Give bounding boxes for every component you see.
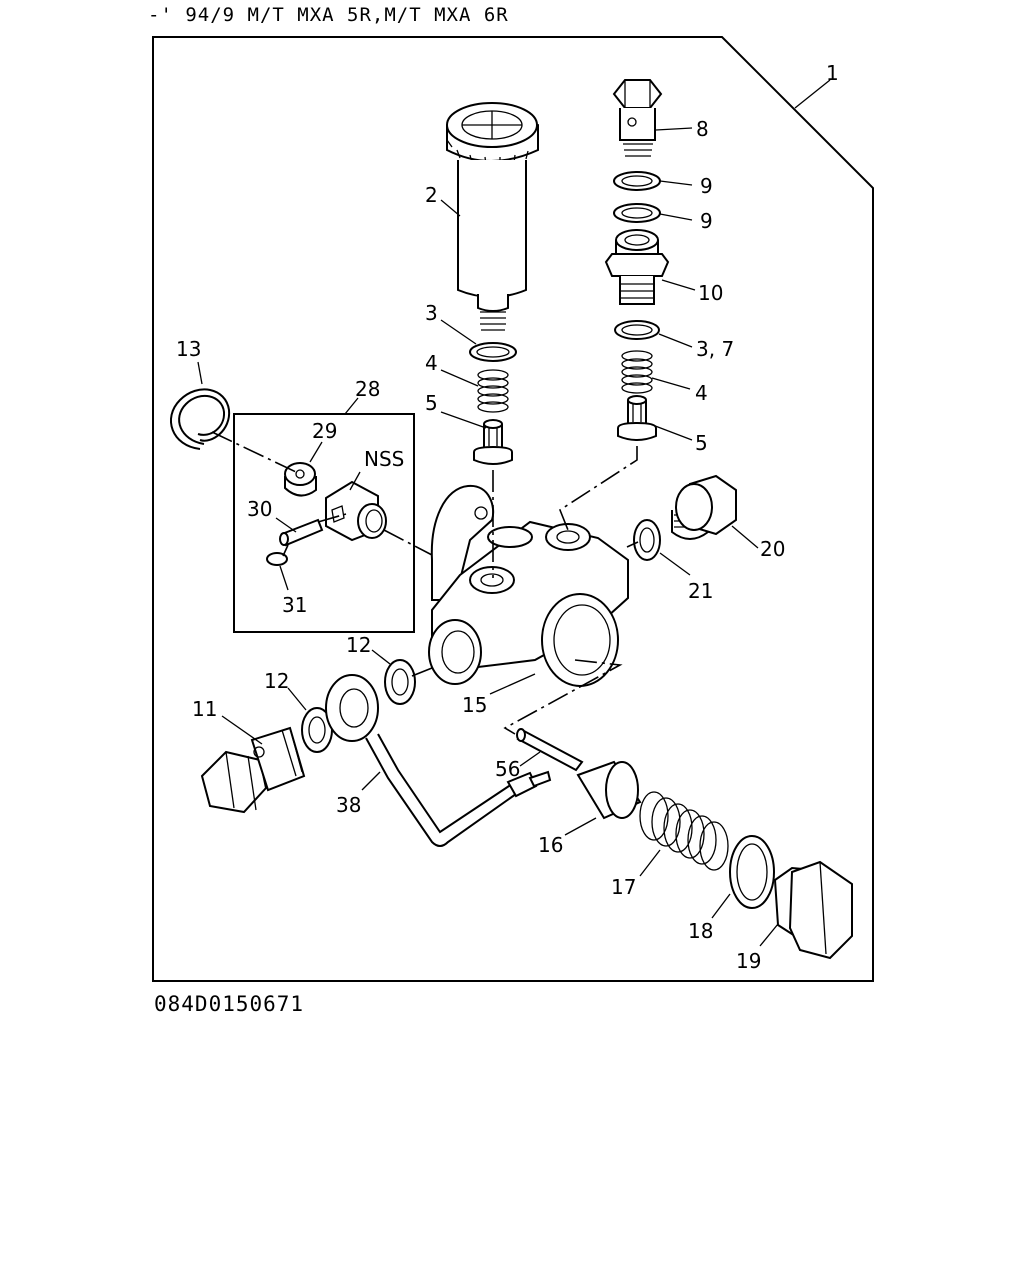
callout-3: 3 xyxy=(425,301,438,325)
callout-1: 1 xyxy=(826,61,839,85)
callout-29: 29 xyxy=(312,419,337,443)
callout-20: 20 xyxy=(760,537,785,561)
diagram-frame xyxy=(152,36,874,982)
part-o-ring-3 xyxy=(469,342,517,362)
part-eye-bolt-8 xyxy=(612,79,663,157)
callout-18: 18 xyxy=(688,919,713,943)
callout-30: 30 xyxy=(247,497,272,521)
part-valve-5a xyxy=(473,419,513,465)
callout-4-left: 4 xyxy=(425,351,438,375)
part-pump-body-15 xyxy=(428,484,629,687)
part-pin-30 xyxy=(279,518,324,547)
part-spring-4a xyxy=(477,369,509,413)
part-washer-9a xyxy=(613,171,661,191)
callout-9-lower: 9 xyxy=(700,209,713,233)
callout-38: 38 xyxy=(336,793,361,817)
part-priming-pump xyxy=(446,102,539,331)
callout-16: 16 xyxy=(538,833,563,857)
part-eye-bolt-11 xyxy=(200,726,306,814)
callout-9-upper: 9 xyxy=(700,174,713,198)
callout-12-upper: 12 xyxy=(346,633,371,657)
label-nss: NSS xyxy=(364,447,404,471)
callout-28: 28 xyxy=(355,377,380,401)
part-clip-31 xyxy=(266,552,288,566)
part-gasket-12a xyxy=(384,659,416,705)
part-spring-17 xyxy=(639,791,729,871)
leader-lines xyxy=(197,79,831,947)
callout-21: 21 xyxy=(688,579,713,603)
part-plug-19 xyxy=(773,860,853,960)
subassembly-box xyxy=(233,413,415,633)
drawing-code: 084D0150671 xyxy=(154,992,305,1016)
part-washer-9b xyxy=(613,203,661,223)
callout-19: 19 xyxy=(736,949,761,973)
callout-4-right: 4 xyxy=(695,381,708,405)
callout-13: 13 xyxy=(176,337,201,361)
part-spring-4b xyxy=(621,350,653,394)
callout-10: 10 xyxy=(698,281,723,305)
callout-15: 15 xyxy=(462,693,487,717)
part-lever-nss xyxy=(325,480,387,542)
callout-2: 2 xyxy=(425,183,438,207)
callout-5-right: 5 xyxy=(695,431,708,455)
part-plug-20 xyxy=(671,474,737,540)
callout-3-7: 3, 7 xyxy=(696,337,734,361)
callout-12-lower: 12 xyxy=(264,669,289,693)
part-valve-5b xyxy=(617,395,657,441)
part-gasket-21 xyxy=(633,519,661,561)
callout-31: 31 xyxy=(282,593,307,617)
part-piston-16 xyxy=(576,760,642,820)
alignment-lines xyxy=(211,431,639,735)
callout-17: 17 xyxy=(611,875,636,899)
callout-5-left: 5 xyxy=(425,391,438,415)
part-o-ring-3-7 xyxy=(614,320,660,340)
part-plug-29 xyxy=(284,462,317,497)
part-union-10 xyxy=(604,229,670,305)
diagram-title: -' 94/9 M/T MXA 5R,M/T MXA 6R xyxy=(148,4,509,26)
part-snap-ring-13 xyxy=(170,388,231,450)
callout-8: 8 xyxy=(696,117,709,141)
callout-56: 56 xyxy=(495,757,520,781)
callout-11: 11 xyxy=(192,697,217,721)
part-pipe-38 xyxy=(325,674,552,847)
part-pin-56 xyxy=(516,728,584,772)
